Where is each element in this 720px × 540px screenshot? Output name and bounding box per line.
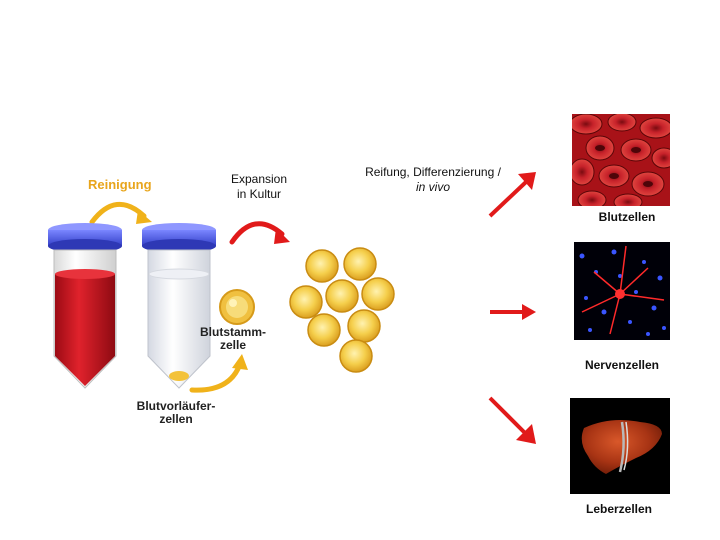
expansion-arrow	[229, 221, 290, 245]
maturation-label-line1: Reifung, Differenzierung /	[365, 165, 501, 179]
purification-label: Reinigung	[88, 177, 152, 192]
progenitor-tube	[142, 223, 216, 389]
stemcell-label-line1: Blutstamm-	[200, 325, 267, 339]
purification-arrow	[89, 201, 152, 225]
blood-cells-image	[572, 114, 670, 206]
progenitor-label-line2: zellen	[159, 412, 193, 426]
arrow-to-liver-cells	[488, 396, 536, 444]
expansion-label-line1: Expansion	[230, 172, 288, 186]
stemcell-label: Blutstamm- zelle	[200, 326, 266, 352]
progenitor-label-line1: Blutvorläufer-	[136, 399, 216, 413]
expansion-label: Expansion in Kultur	[214, 172, 304, 202]
expansion-label-line2: in Kultur	[236, 187, 282, 201]
nerve-cells-image	[574, 242, 670, 340]
progenitor-label: Blutvorläufer- zellen	[128, 400, 224, 426]
liver-image	[570, 398, 670, 494]
arrow-to-blood-cells	[488, 172, 536, 218]
stemcell-arrow	[189, 354, 248, 393]
blood-tube	[48, 223, 122, 389]
stem-cell	[219, 289, 255, 325]
nerve-cells-caption: Nervenzellen	[584, 358, 660, 372]
maturation-label-line2: in vivo	[415, 180, 450, 194]
stemcell-label-line2: zelle	[219, 338, 246, 352]
expanded-cell-cluster	[289, 247, 395, 373]
maturation-label: Reifung, Differenzierung / in vivo	[338, 165, 528, 195]
liver-cells-caption: Leberzellen	[585, 502, 653, 516]
arrow-to-nerve-cells	[490, 304, 536, 320]
blood-cells-caption: Blutzellen	[598, 210, 656, 224]
